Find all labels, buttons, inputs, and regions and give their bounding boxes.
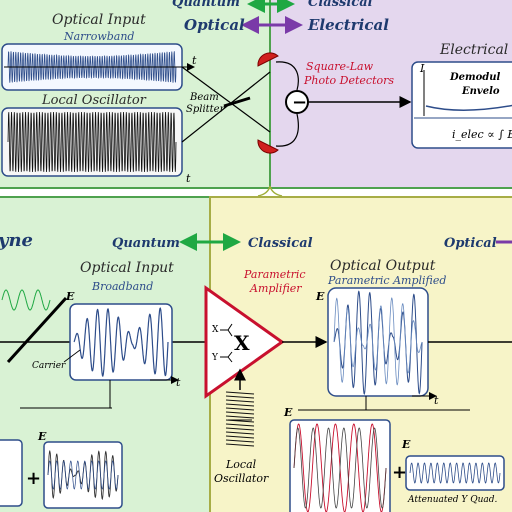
detector-wire-top	[275, 61, 299, 91]
pump-zigzag-segment	[225, 411, 255, 415]
amp-y-branch	[220, 351, 233, 363]
top-local-osc-title: Local Oscillator	[41, 93, 147, 108]
pump-zigzag-segment	[225, 391, 255, 395]
amplified-x-waveform	[293, 423, 387, 512]
top-classical-label: Classical	[308, 0, 373, 10]
beam-splitter-label-1: Beam	[189, 92, 219, 103]
param-amp-label-2: Amplifier	[249, 282, 302, 295]
demod-envelope	[425, 104, 512, 111]
pump-zigzag-segment	[225, 403, 255, 407]
subtractor-sign: −	[292, 92, 307, 113]
demod-axis-I: I	[419, 62, 425, 75]
beam-path-in-2	[181, 71, 271, 143]
bottom-quantum-label: Quantum	[112, 236, 180, 251]
pump-zigzag-segment	[225, 415, 255, 419]
pump-zigzag-segment	[225, 427, 255, 431]
pump-label-1: Local	[225, 458, 257, 471]
top-electrical-label: Electrical	[307, 16, 389, 34]
demod-box	[411, 61, 512, 149]
pump-zigzag-segment	[225, 435, 255, 439]
bottom-optical-input-title: Optical Input	[80, 260, 174, 276]
bottom-classical-label: Classical	[248, 236, 313, 251]
amp-decomp-E-label: E	[283, 406, 293, 419]
local-osc-waveform	[7, 111, 177, 173]
pump-zigzag-segment	[225, 395, 255, 399]
output-t-label: t	[434, 394, 439, 407]
broadband-waveform	[73, 307, 169, 378]
attenuated-y-trace	[409, 462, 501, 484]
detectors-label-1: Square-Law	[306, 60, 374, 73]
pump-zigzag-segment	[225, 419, 255, 423]
beam-splitter	[223, 96, 251, 108]
pump-zigzag-segment	[225, 443, 255, 447]
incoming-wave-trace	[1, 289, 51, 311]
broadband-t-label: t	[176, 376, 181, 389]
beam-splitter-label-2: Splitter	[186, 104, 226, 115]
pump-zigzag-segment	[225, 399, 255, 403]
attenuated-y-waveform	[409, 462, 501, 484]
pump-zigzag-segment	[225, 407, 255, 411]
carrier-pointer	[63, 349, 81, 363]
incoming-wave-sketch	[1, 289, 51, 311]
bottom-optical-input-sub: Broadband	[91, 280, 153, 293]
detector-wire-bottom	[275, 113, 299, 147]
optical-output-title: Optical Output	[330, 258, 436, 274]
pump-zigzag-segment	[225, 431, 255, 435]
decomp-trace-2	[47, 460, 119, 490]
output-E-label: E	[315, 290, 325, 303]
amp-y-label: Y	[211, 353, 219, 363]
amp-x-branch	[220, 323, 233, 337]
local-osc-trace	[7, 111, 177, 173]
beam-path-in-1	[181, 66, 271, 133]
top-optical-input-sub: Narrowband	[63, 30, 134, 43]
demod-label-1: Demodul	[449, 72, 501, 83]
bottom-heading-partial: yne	[0, 230, 33, 251]
broadband-E-label: E	[65, 290, 75, 303]
photodetector-top	[257, 52, 279, 67]
pump-zigzag-segment	[225, 423, 255, 427]
pump-zigzag-segment	[225, 439, 255, 443]
amp-x-label: X	[212, 325, 219, 335]
top-optical-label: Optical	[184, 16, 245, 34]
optical-output-sub: Parametric Amplified	[327, 274, 446, 287]
decomp-waveforms	[47, 449, 119, 501]
decomp-E-label: E	[37, 430, 47, 443]
electrical-output-title: Electrical O	[439, 42, 512, 58]
narrowband-t-label: t	[192, 54, 197, 67]
detectors-label-2: Photo Detectors	[303, 74, 394, 87]
output-decomp-plus: +	[392, 462, 407, 483]
top-quantum-label: Quantum	[172, 0, 240, 10]
output-trace-2	[333, 297, 423, 386]
pump-label-2: Oscillator	[214, 472, 269, 485]
decomp-box-left	[0, 439, 23, 507]
photodetector-bottom	[257, 139, 279, 154]
atten-E-label: E	[401, 438, 411, 451]
bottom-optical-label: Optical	[444, 236, 497, 251]
input-mirror	[6, 296, 68, 364]
output-waveform	[333, 290, 423, 396]
pump-oscillator-waveform	[225, 391, 255, 447]
panel-connector	[257, 185, 283, 197]
amplified-x-trace-dark	[293, 427, 387, 509]
top-optical-input-title: Optical Input	[52, 12, 146, 28]
demod-label-2: Envelo	[461, 86, 500, 97]
demod-formula: i_elec ∝ ∫ E_in	[452, 128, 512, 141]
decomp-plus: +	[26, 468, 41, 489]
amp-x-letter: X	[234, 331, 250, 355]
carrier-label: Carrier	[32, 361, 66, 371]
local-osc-t-label: t	[186, 172, 191, 185]
broadband-trace	[73, 307, 169, 378]
param-amp-label-1: Parametric	[243, 268, 306, 281]
attenuated-label: Attenuated Y Quad.	[407, 495, 498, 505]
